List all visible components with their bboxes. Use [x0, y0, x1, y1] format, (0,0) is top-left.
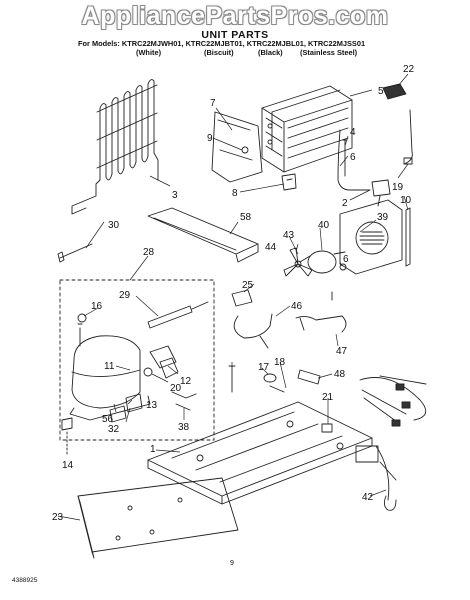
evaporator — [261, 85, 353, 173]
defrost-thermostat — [382, 83, 407, 100]
wire-connector — [371, 179, 391, 207]
rear-access-cover — [77, 477, 239, 559]
callout-20: 20 — [170, 383, 182, 394]
defrost-heater-wire — [337, 129, 371, 191]
callout-5: 5 — [378, 86, 384, 97]
bolt-17 — [228, 365, 236, 393]
callout-44: 44 — [265, 242, 277, 253]
callout-25: 25 — [242, 280, 254, 291]
callout-3: 3 — [172, 190, 178, 201]
evaporator-cover — [211, 111, 263, 183]
base-plate — [147, 401, 373, 505]
callout-40: 40 — [318, 220, 330, 231]
stud — [269, 385, 285, 393]
color-black: (Black) — [258, 48, 283, 57]
discharge-tube — [233, 313, 273, 349]
callout-28: 28 — [143, 247, 155, 258]
callout-13: 13 — [146, 400, 158, 411]
callout-47: 47 — [336, 346, 348, 357]
condenser-coil — [71, 79, 159, 215]
drain-bracket — [281, 173, 297, 191]
connector-c — [391, 419, 401, 427]
callout-48: 48 — [334, 369, 346, 380]
callout-6b: 6 — [343, 254, 349, 265]
callout-16: 16 — [91, 301, 103, 312]
nut — [321, 423, 333, 433]
grommet-set — [109, 405, 127, 423]
callout-23: 23 — [52, 512, 64, 523]
fan-shroud — [339, 199, 403, 275]
callout-10: 10 — [400, 195, 412, 206]
leader-lines — [57, 73, 409, 521]
callout-12: 12 — [180, 376, 192, 387]
compressor-tube — [77, 323, 83, 347]
connector-b — [401, 401, 411, 409]
connector-a — [395, 383, 405, 391]
shroud-gasket — [405, 207, 411, 267]
fan-blade — [283, 247, 313, 277]
callout-19: 19 — [392, 182, 404, 193]
compressor-foot — [61, 417, 73, 431]
callout-11: 11 — [104, 361, 115, 372]
color-white: (White) — [136, 48, 162, 57]
overload-protector — [159, 357, 179, 379]
harness — [171, 391, 197, 411]
suction-tube — [295, 315, 347, 333]
callout-29: 29 — [119, 290, 131, 301]
start-relay — [149, 345, 177, 369]
drier-cap — [77, 313, 87, 323]
relay-clip — [143, 367, 153, 377]
start-relay-capacitor — [147, 301, 209, 329]
compressor-assembly-box — [59, 279, 215, 441]
watermark: AppliancePartsPros.com — [81, 2, 389, 30]
evaporator-fan-motor — [299, 250, 346, 274]
callout-30: 30 — [108, 220, 120, 231]
color-biscuit: (Biscuit) — [204, 48, 234, 57]
callout-18: 18 — [274, 357, 286, 368]
compressor-cover — [125, 393, 143, 413]
callout-32: 32 — [108, 424, 120, 435]
document-number: 4388925 — [12, 577, 38, 584]
callout-39: 39 — [377, 212, 389, 223]
callout-46: 46 — [291, 301, 303, 312]
callout-38: 38 — [178, 422, 190, 433]
page-number: 9 — [230, 560, 234, 567]
screw — [57, 243, 93, 263]
motor-grommet — [339, 263, 347, 271]
callout-9: 9 — [207, 133, 213, 144]
sensor-cord — [403, 109, 413, 165]
page-title: UNIT PARTS — [201, 29, 269, 41]
callout-43: 43 — [283, 230, 295, 241]
callout-17: 17 — [258, 362, 270, 373]
callouts: 22 5 7 9 4 6 3 8 19 2 10 30 58 39 40 43 … — [52, 64, 415, 523]
callout-7: 7 — [210, 98, 216, 109]
washer — [263, 373, 277, 383]
models-line: For Models: KTRC22MJWH01, KTRC22MJBT01, … — [78, 39, 366, 48]
condenser-drain-pan — [147, 207, 259, 263]
callout-6: 6 — [350, 152, 356, 163]
callout-2: 2 — [342, 198, 348, 209]
callout-14: 14 — [62, 460, 74, 471]
callout-58: 58 — [240, 212, 252, 223]
callout-22: 22 — [403, 64, 415, 75]
callout-56: 56 — [102, 414, 114, 425]
callout-21: 21 — [322, 392, 334, 403]
wiring-harness — [355, 375, 427, 511]
callout-8: 8 — [232, 188, 238, 199]
callout-4: 4 — [350, 127, 356, 138]
callout-42: 42 — [362, 492, 374, 503]
compressor — [69, 335, 151, 421]
callout-1: 1 — [150, 444, 156, 455]
tubing-clip — [231, 289, 253, 307]
color-stainless: (Stainless Steel) — [300, 48, 358, 57]
drain-tube — [297, 369, 321, 385]
